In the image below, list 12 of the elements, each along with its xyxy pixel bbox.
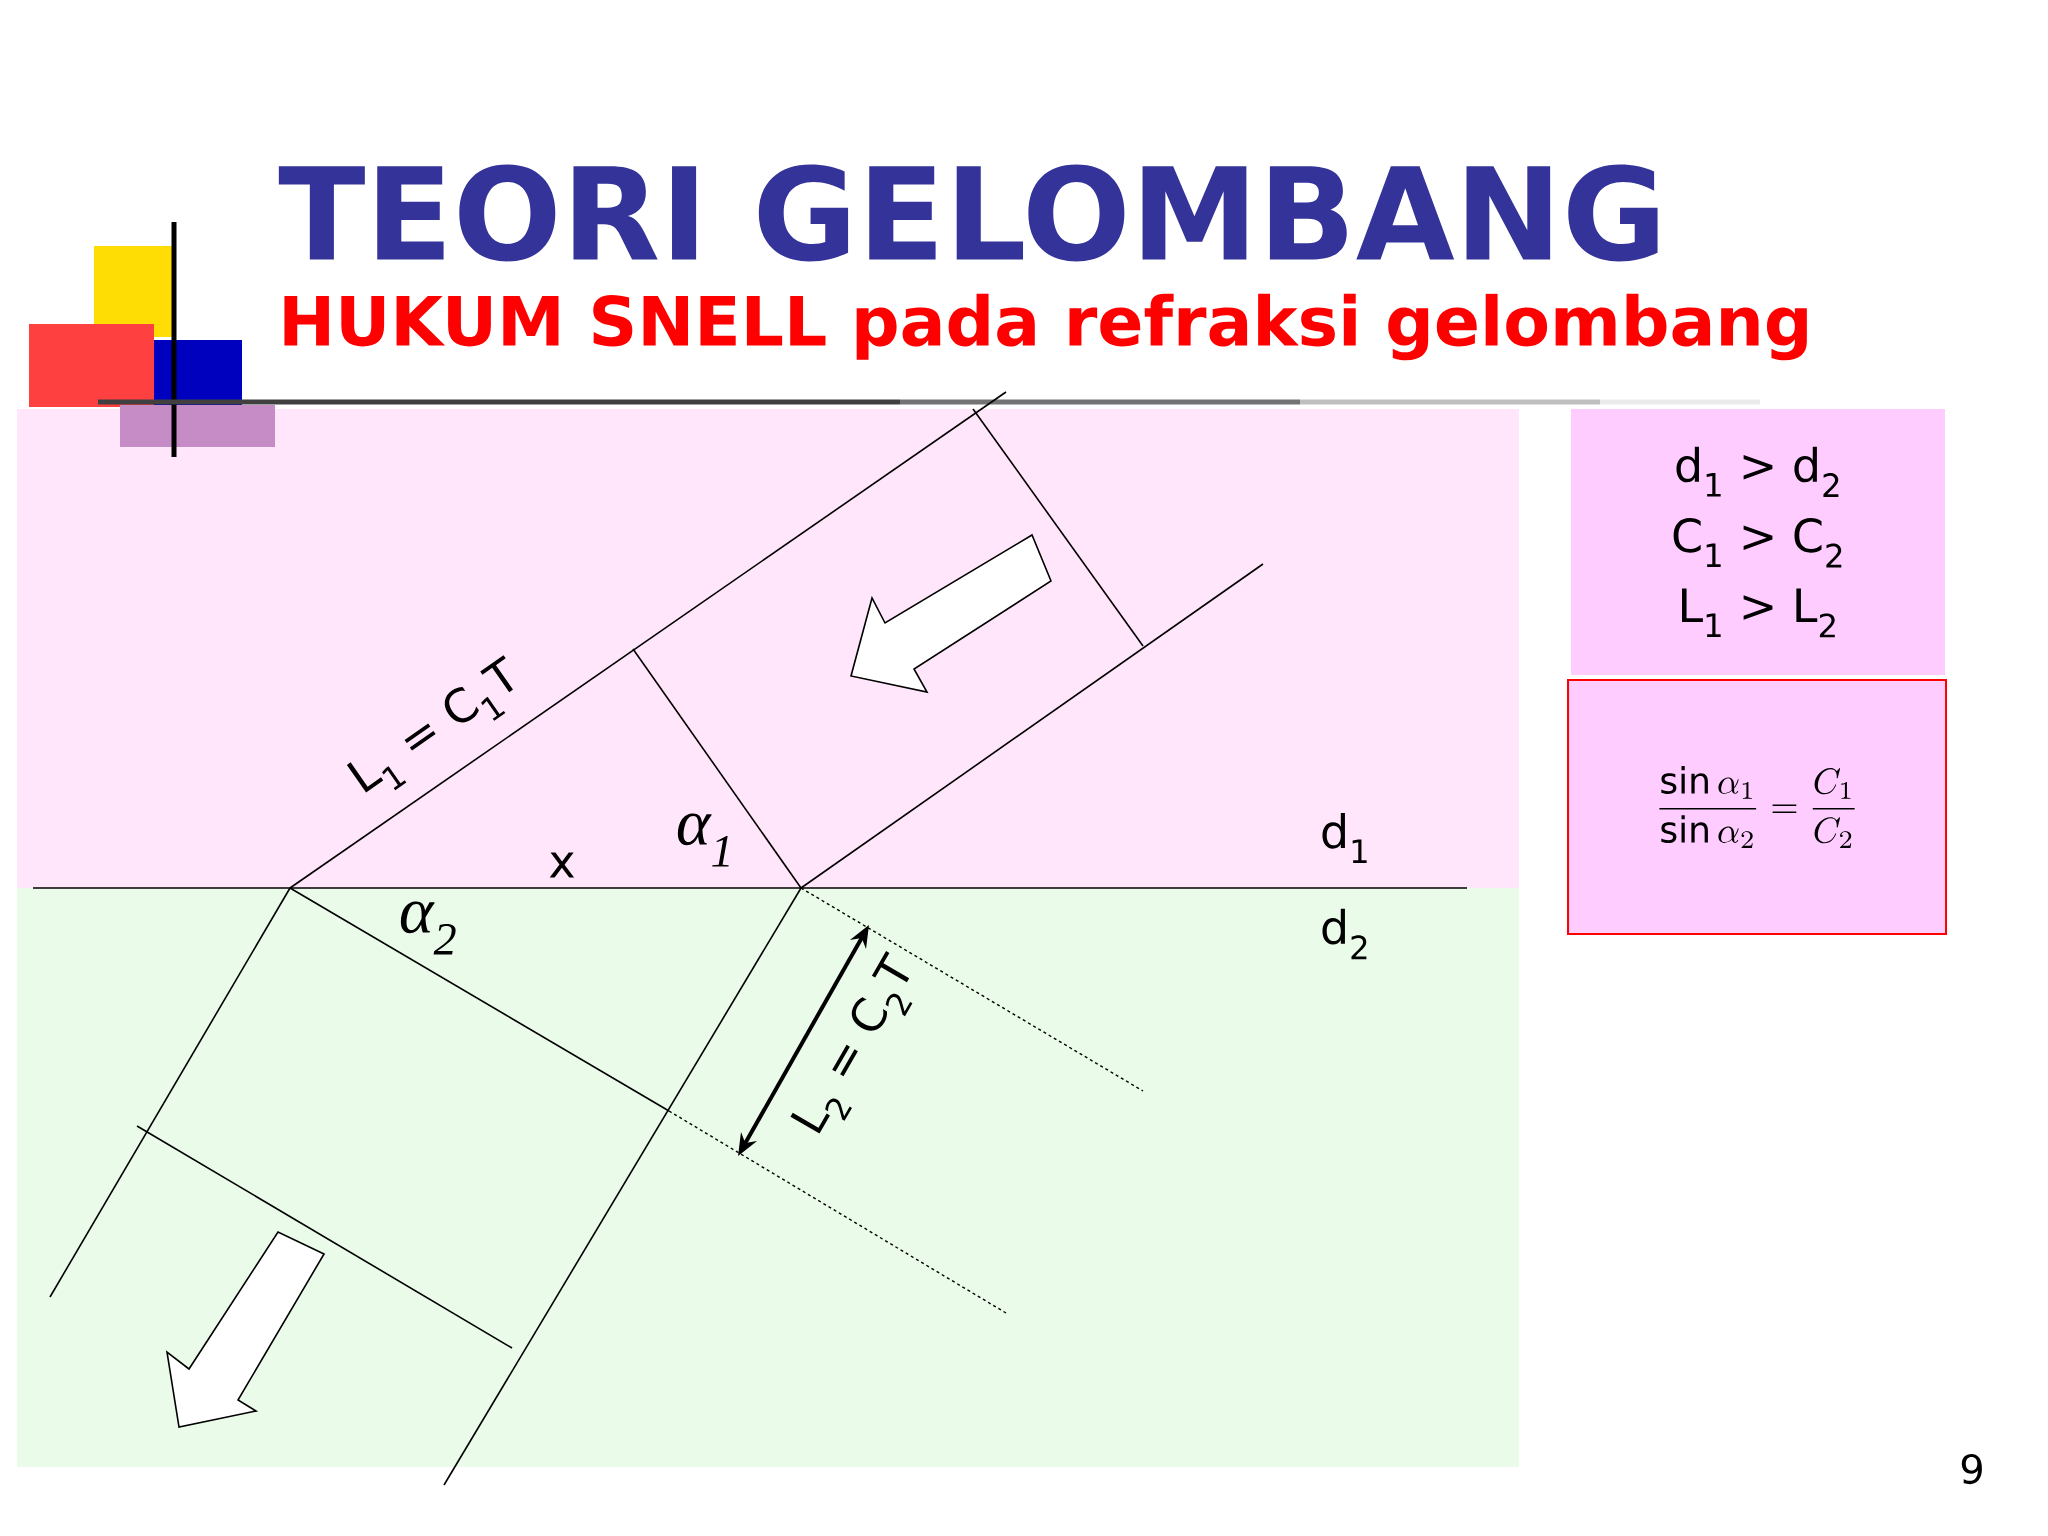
angle-label: α$_{1}$	[677, 813, 729, 867]
comparison-box: d$_{1}$ > d$_{2}$ C$_{1}$ > C$_{2}$ L$_{1}$ > L$_{2}$	[1571, 409, 1945, 675]
depth-label: d$_{2}$	[1322, 908, 1367, 960]
formula-box: $\frac{\sin\alpha_{1}}{\sin\alpha_{2}}=\frac{C_{1}}{C_{2}}$	[1567, 679, 1947, 935]
depth-label: d$_{1}$	[1322, 813, 1367, 863]
angle-label: α$_{2}$	[400, 901, 456, 955]
title: TEORI GELOMBANG	[278, 164, 1658, 262]
length-label: L$_{2}$ = C$_{2}$T	[790, 951, 913, 1134]
subtitle: HUKUM SNELL pada refraksi gelombang	[284, 293, 1807, 361]
length-label: x	[549, 852, 575, 878]
page-number: 9	[1961, 1453, 1982, 1485]
length-label: L$_{1}$ = C$_{1}$T	[346, 655, 513, 793]
